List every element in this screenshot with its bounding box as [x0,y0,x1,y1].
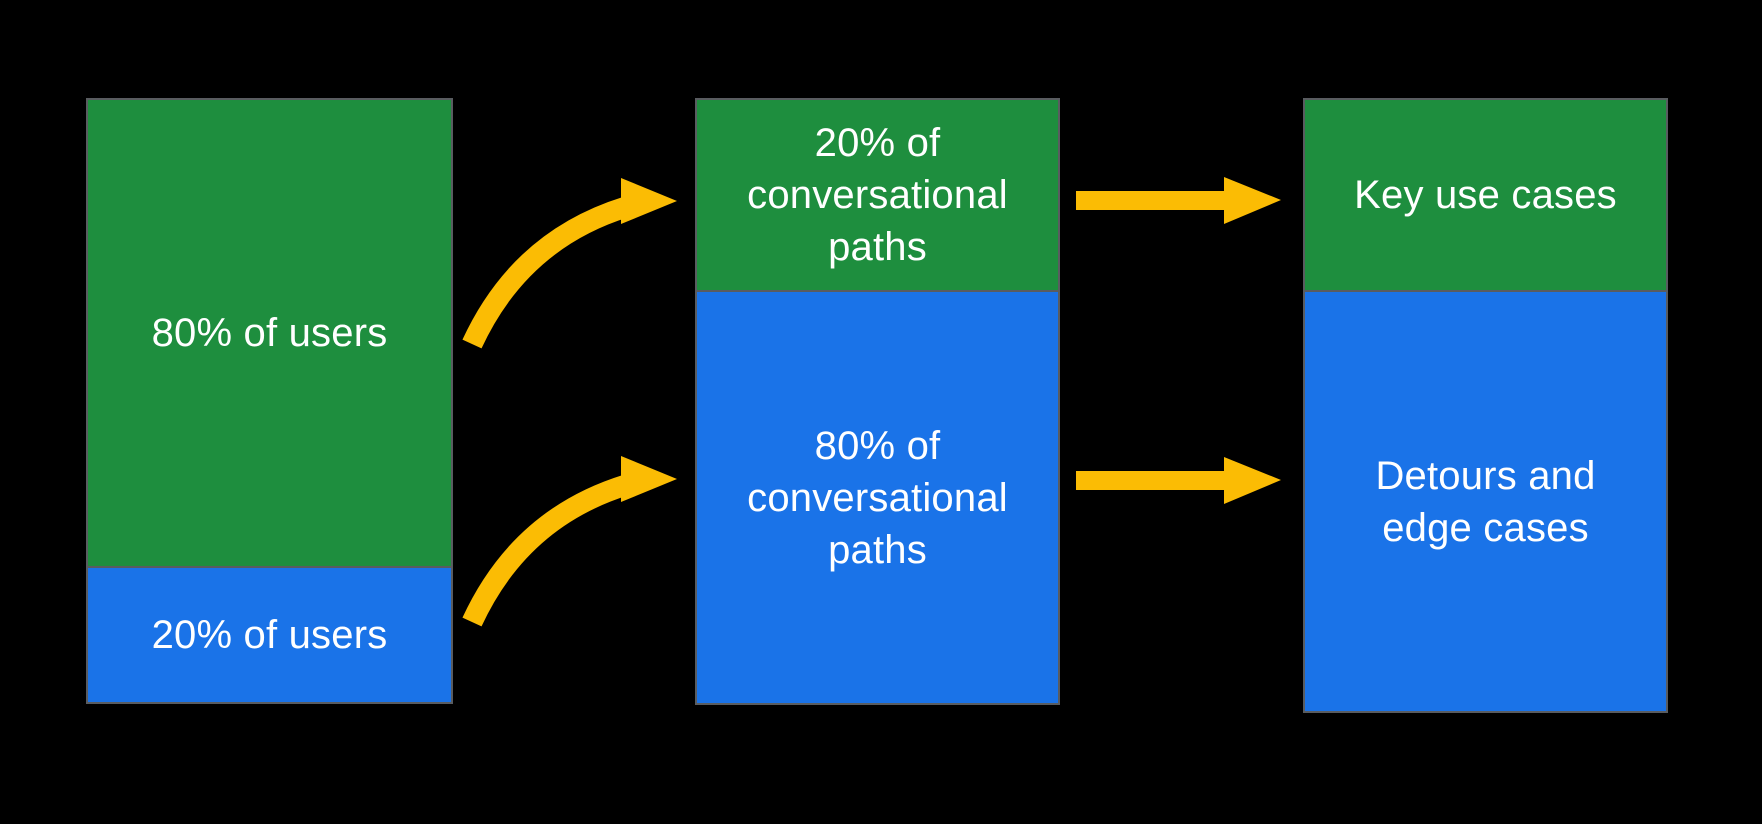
segment-users-minority-label: 20% of users [151,613,388,657]
curved-arrow-top-icon [462,178,677,349]
segment-key-use-cases-label: Key use cases [1354,173,1617,217]
straight-arrow-top-icon [1076,177,1281,224]
segment-key-use-cases: Key use cases [1305,100,1666,290]
segment-paths-minority-label: 20% of conversational paths [747,121,1008,269]
segment-users-majority: 80% of users [88,100,451,566]
segment-users-majority-label: 80% of users [151,311,388,355]
segment-detours-edge-cases-label: Detours and edge cases [1375,453,1596,550]
column-use-cases: Key use cases Detours and edge cases [1303,98,1668,713]
segment-paths-minority: 20% of conversational paths [697,100,1058,290]
segment-paths-majority-label: 80% of conversational paths [747,423,1008,572]
straight-arrow-bottom-icon [1076,457,1281,504]
segment-paths-majority: 80% of conversational paths [697,290,1058,703]
curved-arrow-bottom-icon [462,456,677,627]
column-users: 80% of users 20% of users [86,98,453,704]
column-conversational-paths: 20% of conversational paths 80% of conve… [695,98,1060,705]
segment-detours-edge-cases: Detours and edge cases [1305,290,1666,711]
segment-users-minority: 20% of users [88,566,451,702]
